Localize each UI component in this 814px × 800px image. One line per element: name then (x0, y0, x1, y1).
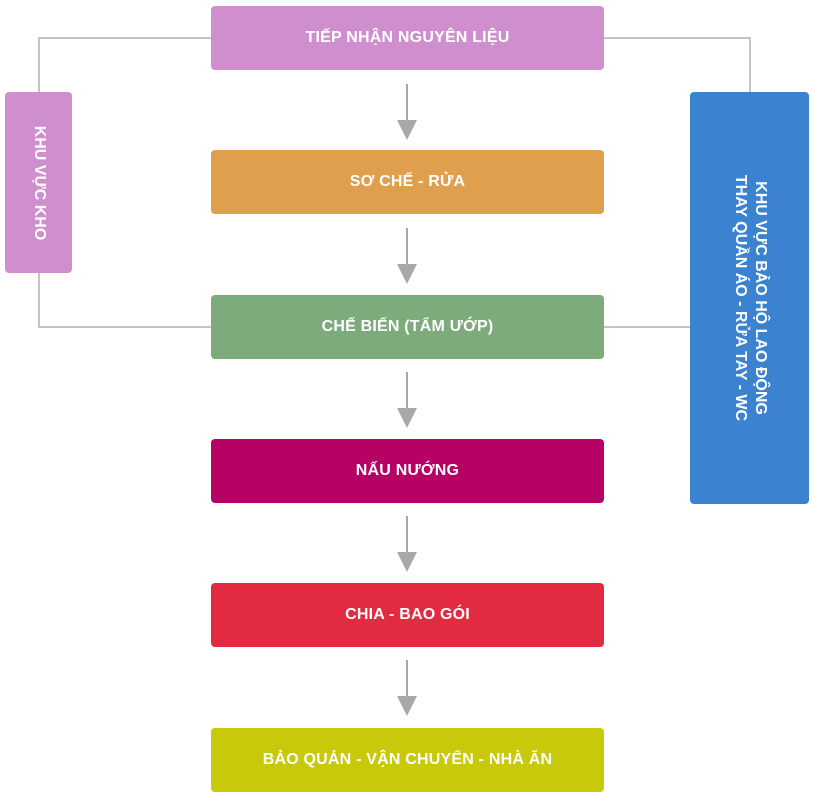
protective-area-line-2: THAY QUẦN ÁO - RỬA TAY - WC (731, 174, 749, 422)
step-cooking: NẤU NƯỚNG (211, 439, 604, 503)
storage-area-box: KHU VỰC KHO (5, 92, 72, 273)
step-label: CHẾ BIẾN (TẨM ƯỚP) (321, 318, 494, 335)
step-portion-pack: CHIA - BAO GÓI (211, 583, 604, 647)
step-label: TIẾP NHẬN NGUYÊN LIỆU (305, 29, 510, 46)
step-preprocess-wash: SƠ CHẾ - RỬA (211, 150, 604, 214)
left-connector (38, 37, 211, 92)
storage-area-text: KHU VỰC KHO (30, 125, 48, 240)
protective-area-box: KHU VỰC BẢO HỘ LAO ĐỘNG THAY QUẦN ÁO - R… (690, 92, 809, 504)
step-receive-ingredients: TIẾP NHẬN NGUYÊN LIỆU (211, 6, 604, 70)
step-marinate: CHẾ BIẾN (TẨM ƯỚP) (211, 295, 604, 359)
step-label: SƠ CHẾ - RỬA (349, 173, 466, 190)
step-label: CHIA - BAO GÓI (345, 606, 470, 623)
protective-area-label: KHU VỰC BẢO HỘ LAO ĐỘNG THAY QUẦN ÁO - R… (730, 175, 770, 421)
left-connector (38, 273, 211, 328)
step-store-deliver: BẢO QUẢN - VẬN CHUYỂN - NHÀ ĂN (211, 728, 604, 792)
protective-area-line-1: KHU VỰC BẢO HỘ LAO ĐỘNG (751, 181, 769, 415)
storage-area-label: KHU VỰC KHO (29, 125, 49, 240)
right-connector (604, 37, 751, 92)
step-label: NẤU NƯỚNG (355, 462, 460, 479)
step-label: BẢO QUẢN - VẬN CHUYỂN - NHÀ ĂN (262, 751, 553, 768)
